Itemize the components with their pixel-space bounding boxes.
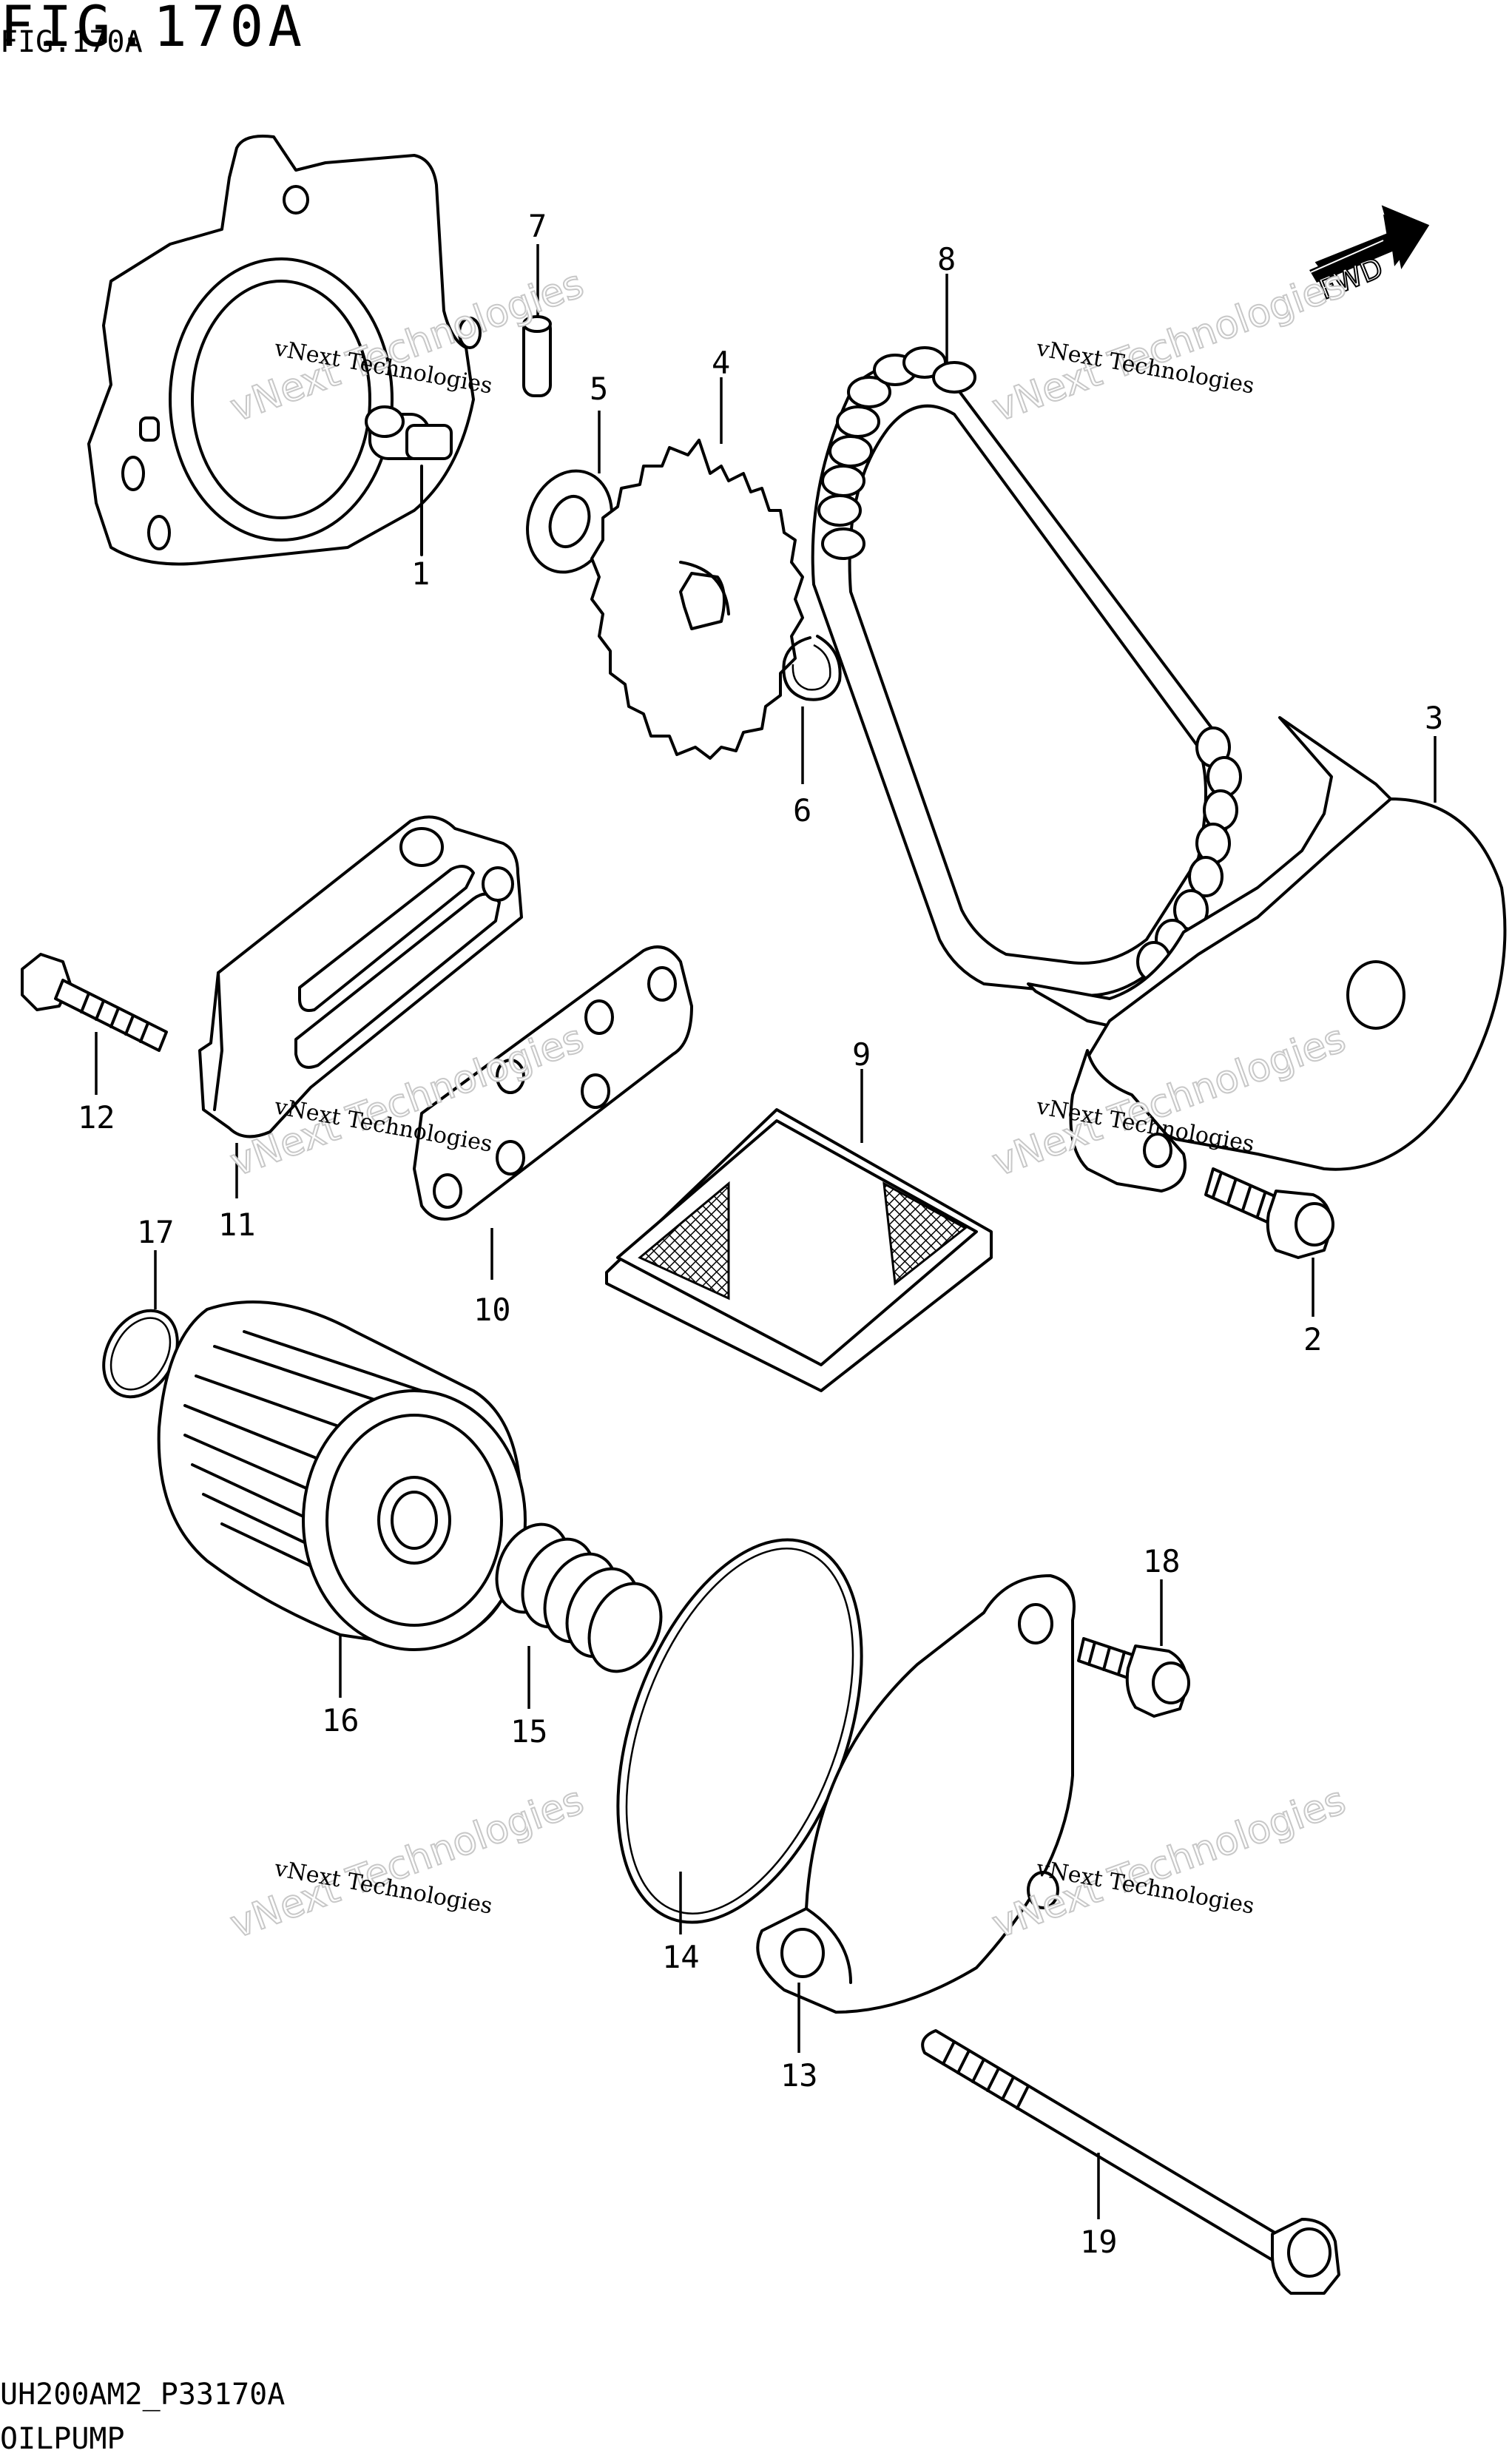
part-9-oil-strainer (605, 1108, 993, 1392)
part-1-oil-pump-body (87, 135, 482, 566)
part-7-dowel-pin (522, 315, 552, 397)
callout-2: 2 (1303, 1321, 1322, 1357)
callout-4: 4 (712, 345, 730, 381)
callout-1: 1 (411, 556, 430, 592)
part-13-filter-cap (756, 1574, 1076, 2014)
fwd-arrow-icon: FWD (1309, 205, 1430, 306)
part-6-circlip (782, 635, 842, 701)
callout-9: 9 (852, 1036, 871, 1073)
part-15-spring (495, 1522, 663, 1673)
callout-12: 12 (78, 1099, 115, 1136)
figure-footer: UH200AM2_P33170A OILPUMP (0, 2378, 285, 2456)
callout-5: 5 (590, 371, 608, 407)
part-12-bolt (21, 953, 168, 1052)
part-16-oil-filter (157, 1300, 527, 1651)
callout-7: 7 (528, 208, 547, 244)
callout-14: 14 (662, 1939, 700, 1975)
part-4-pump-sprocket (590, 439, 804, 760)
callout-19: 19 (1080, 2224, 1118, 2260)
watermark-top-right: vNext Technologies vNext Technologies (986, 261, 1352, 431)
figure-title: FIG.170A (0, 0, 306, 59)
callout-labels: 1 2 3 4 5 6 7 8 9 10 11 12 13 14 15 16 1… (78, 208, 1443, 2260)
figure-caption: OILPUMP (0, 2422, 125, 2456)
part-2-bolt (1204, 1167, 1334, 1259)
callout-15: 15 (510, 1713, 548, 1750)
callout-3: 3 (1425, 700, 1443, 736)
part-3-chain-cover (1027, 716, 1507, 1192)
chain-links-top (817, 346, 976, 560)
callout-6: 6 (793, 792, 811, 829)
watermark-bottom-left: vNext Technologies vNext Technologies (224, 1778, 590, 1948)
callout-10: 10 (473, 1292, 511, 1328)
part-11-housing (198, 815, 523, 1138)
part-8-drive-chain (811, 346, 1242, 997)
figure-title-overlay: FIG.170A (0, 25, 143, 59)
part-5-washer (526, 469, 613, 574)
callout-11: 11 (218, 1207, 256, 1243)
callout-17: 17 (137, 1214, 175, 1250)
part-19-long-bolt (921, 2029, 1340, 2295)
figure-header: FIG.170A FIG.170A (0, 0, 306, 59)
callout-13: 13 (780, 2057, 818, 2094)
figure-code: UH200AM2_P33170A (0, 2378, 285, 2412)
leader-lines (95, 244, 1437, 2219)
part-18-bolt (1077, 1637, 1190, 1718)
callout-16: 16 (322, 1702, 360, 1738)
callout-18: 18 (1143, 1543, 1181, 1579)
part-10-gasket (413, 945, 693, 1221)
callout-8: 8 (937, 241, 956, 277)
